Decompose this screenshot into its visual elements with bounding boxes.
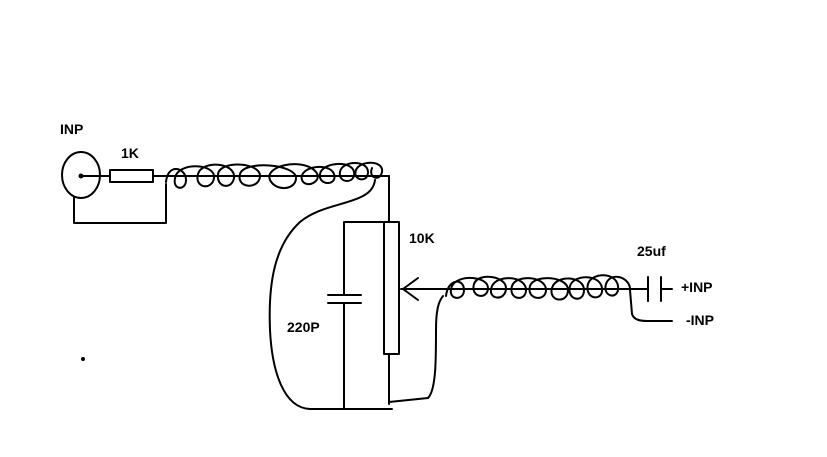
twisted-wire-input xyxy=(165,161,384,189)
label-minus-inp: -INP xyxy=(686,312,714,328)
label-10k: 10K xyxy=(409,230,435,246)
label-inp: INP xyxy=(60,121,84,137)
label-25uf: 25uf xyxy=(637,243,666,259)
twisted-wire-output xyxy=(445,274,631,301)
resistor-1k xyxy=(109,169,154,183)
potentiometer-10k xyxy=(383,221,400,355)
label-220p: 220P xyxy=(287,319,320,335)
label-plus-inp: +INP xyxy=(681,279,713,295)
capacitor-220p-top-wire xyxy=(343,221,384,296)
wiper-arrow-icon xyxy=(402,277,419,301)
jack-ground-wire xyxy=(73,183,167,224)
minus-inp-wire xyxy=(629,289,673,322)
label-1k: 1K xyxy=(121,145,139,161)
stray-dot xyxy=(81,357,85,361)
ground-return-wire xyxy=(388,295,444,403)
ground-loop-wire xyxy=(268,179,376,410)
